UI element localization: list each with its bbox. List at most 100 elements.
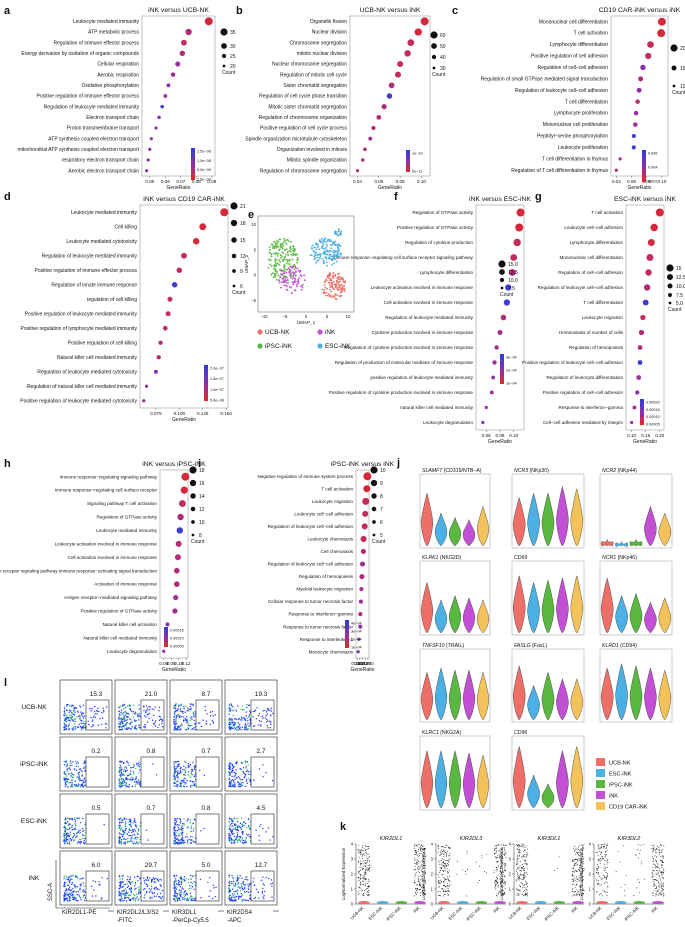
umap-cell <box>322 262 325 265</box>
flow-event <box>193 780 195 783</box>
flow-event <box>126 721 128 724</box>
flow-event <box>230 823 233 825</box>
flow-gate-percent: 19.3 <box>255 691 268 698</box>
flow-event <box>235 769 237 771</box>
kir-cell <box>519 885 521 886</box>
flow-event <box>175 723 178 725</box>
flow-event <box>64 889 67 892</box>
flow-event <box>262 764 264 766</box>
flow-event <box>158 888 160 891</box>
flow-event <box>193 783 195 785</box>
flow-event <box>68 839 70 841</box>
term-label: Positive regulation of immune effector p… <box>35 268 138 274</box>
flow-event <box>191 875 194 877</box>
violin-frame <box>599 648 673 723</box>
kir-cell <box>416 858 418 860</box>
kir-cell <box>363 850 364 852</box>
umap-cell <box>289 276 292 279</box>
flow-event <box>63 719 66 721</box>
umap-cell <box>292 247 295 250</box>
enrichment-dot <box>192 237 200 245</box>
flow-event <box>175 716 178 719</box>
flow-event <box>228 882 230 884</box>
term-label: Lymphocyte differentiation <box>550 42 608 48</box>
flow-event <box>180 895 182 898</box>
panel-letter: k <box>340 821 347 833</box>
flow-event <box>63 899 66 901</box>
p-legend-label: 3e−04 <box>506 356 517 360</box>
flow-event <box>234 890 237 893</box>
kir-cell <box>448 855 450 857</box>
flow-event <box>124 843 127 845</box>
kir-cell <box>501 889 503 891</box>
flow-event <box>245 876 248 878</box>
kir-cell <box>517 878 519 880</box>
enrichment-dot <box>172 608 178 614</box>
flow-event <box>71 712 74 715</box>
flow-event <box>120 772 122 774</box>
enrichment-dot <box>175 61 181 67</box>
violin-shape <box>476 599 490 634</box>
kir-cell <box>415 854 417 856</box>
kir-cell <box>518 844 520 846</box>
flow-row-label: iPSC-iNK <box>20 761 48 768</box>
flow-event <box>127 875 129 878</box>
p-legend-label: 0.00020 <box>646 401 660 405</box>
umap-cell <box>279 254 282 257</box>
flow-event <box>120 883 122 885</box>
flow-event <box>131 834 133 837</box>
kir-cell <box>606 882 608 884</box>
kir-cell <box>581 894 583 896</box>
flow-event <box>118 725 120 728</box>
flow-event <box>262 710 264 712</box>
flow-event <box>120 841 123 843</box>
flow-event <box>161 889 164 892</box>
umap-cell <box>300 275 303 277</box>
flow-event <box>103 823 105 826</box>
kir-cell <box>456 873 458 875</box>
flow-event <box>173 874 175 877</box>
kir-cell <box>443 889 445 891</box>
kir-cell <box>422 855 424 856</box>
flow-gate-percent: 21.0 <box>145 691 158 698</box>
kir-cell <box>363 853 364 855</box>
kir-cell <box>504 892 506 894</box>
umap-cell <box>328 288 331 291</box>
umap-cell <box>312 250 315 252</box>
umap-cell <box>330 247 333 250</box>
flow-event <box>77 773 80 776</box>
umap-cell <box>279 257 282 259</box>
flow-event <box>260 724 262 726</box>
flow-event <box>136 715 139 717</box>
kir-cell <box>364 878 366 880</box>
flow-event <box>241 717 243 720</box>
enrichment-dot <box>362 497 370 505</box>
flow-event <box>265 715 267 717</box>
umap-cell <box>313 258 316 261</box>
flow-event <box>154 725 157 727</box>
term-label: T cell activation <box>591 210 623 215</box>
kir-cell <box>358 877 360 878</box>
flow-event <box>260 725 262 727</box>
flow-event <box>97 724 100 726</box>
violin-shape <box>644 505 657 547</box>
kir-cell <box>359 863 361 865</box>
flow-event <box>204 709 207 712</box>
flow-event <box>125 818 128 820</box>
kir-cell <box>525 888 527 890</box>
kir-cell <box>365 852 367 854</box>
enrichment-dot <box>362 510 369 517</box>
kir-cell <box>598 876 600 878</box>
flow-event <box>135 838 137 840</box>
kir-cell <box>604 843 606 845</box>
kir-cell <box>415 891 416 893</box>
count-legend-title: Count <box>222 70 236 76</box>
flow-event <box>71 776 73 778</box>
flow-event <box>181 825 184 827</box>
violin-gene-alias: (TRAIL) <box>444 643 464 649</box>
flow-event <box>185 892 188 895</box>
flow-event <box>90 885 93 888</box>
flow-event <box>173 763 175 765</box>
umap-cell <box>273 247 276 250</box>
umap-cell <box>291 266 294 269</box>
